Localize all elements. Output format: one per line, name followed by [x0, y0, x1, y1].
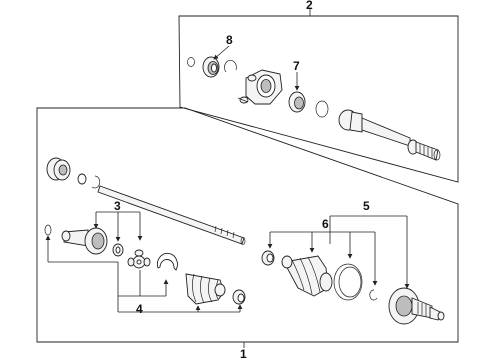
intermediate-shaft-frame: [178, 15, 459, 183]
boot-band-inner: [157, 252, 178, 271]
intermediate-shaft: [338, 109, 441, 161]
axle-assembly-frame: [36, 107, 459, 343]
small-ring-upper: [77, 173, 87, 185]
callout-8: 8: [226, 33, 233, 47]
snap-ring-upper: [187, 57, 195, 67]
callout-7: 7: [293, 59, 300, 73]
callout-5: 5: [363, 199, 370, 213]
outer-cv-joint: [388, 287, 445, 325]
snap-ring-shaft: [315, 100, 329, 118]
callout-4: 4: [136, 302, 143, 316]
boot-band-large: [333, 263, 363, 301]
boot-band-small: [232, 289, 246, 305]
intermediate-shaft-group: 2 8 7: [178, 0, 459, 183]
snap-ring-left: [44, 224, 52, 236]
clip-upper: [91, 175, 101, 189]
callout-3: 3: [114, 199, 121, 213]
axle-assembly-group: 1 3: [36, 107, 459, 360]
bearing-7: [288, 91, 306, 113]
circlip-outer: [369, 289, 378, 301]
inner-boot: [185, 273, 226, 305]
callout-6: 6: [322, 217, 329, 231]
callout-2: 2: [306, 0, 313, 12]
boot-band-outer-small: [261, 250, 275, 266]
tripod-spider: [127, 249, 151, 269]
inner-dust-seal: [46, 157, 71, 181]
inner-joint-housing: [61, 227, 108, 255]
circlip-upper: [224, 60, 237, 73]
callout-1: 1: [240, 347, 247, 360]
bearing-8: [202, 56, 220, 78]
outer-boot: [281, 255, 333, 297]
axle-shaft: [97, 185, 246, 245]
bearing-support-bracket: [237, 69, 283, 105]
